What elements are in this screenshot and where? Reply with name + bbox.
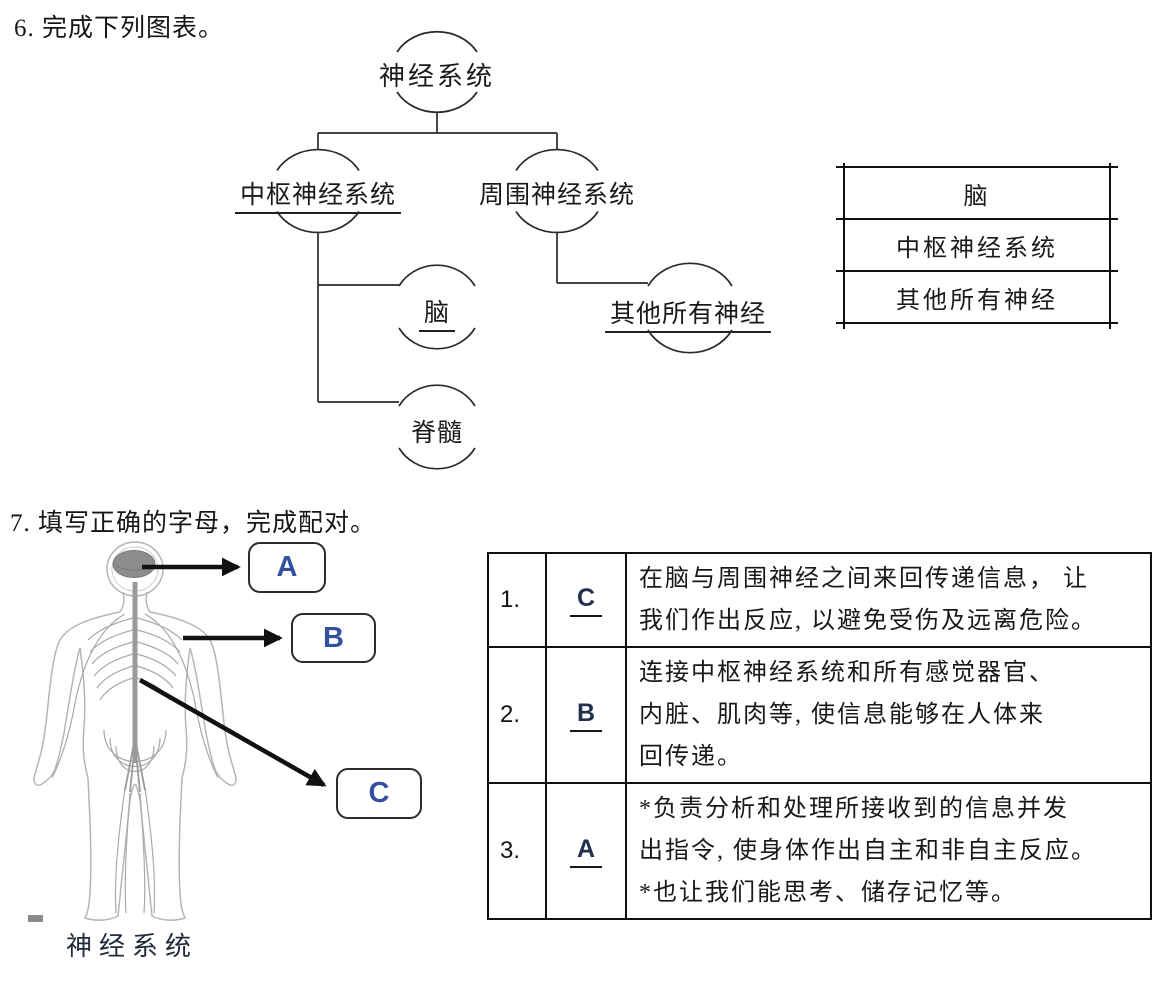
label-box-a: A [248, 542, 326, 593]
figure-caption: 神经系统 [66, 932, 199, 961]
row-number: 3. [487, 782, 547, 920]
tree-node-label: 周围神经系统 [478, 182, 635, 209]
spinal-cord-graphic [124, 582, 146, 793]
brain-graphic [112, 550, 156, 578]
answer-letter: B [569, 699, 603, 732]
description-text: *负责分析和处理所接收到的信息并发 出指令, 使身体作出自主和非自主反应。 *也… [639, 796, 1097, 906]
answer-blank-label: 中枢神经系统 [234, 175, 401, 214]
answer-cell: A [545, 782, 627, 920]
word-bank-item: 脑 [836, 168, 1118, 220]
tree-node-label: 神经系统 [378, 62, 495, 91]
label-box-letter: A [276, 551, 298, 583]
row-number: 1. [487, 552, 547, 648]
answer-letter: A [569, 835, 603, 868]
answer-cell: B [545, 646, 627, 784]
tree-node-label: 脊髓 [410, 420, 463, 447]
tree-node-brain: 脑 [327, 293, 547, 332]
description-cell: 连接中枢神经系统和所有感觉器官、 内脏、肌肉等, 使信息能够在人体来 回传递。 [625, 646, 1152, 784]
description-text: 连接中枢神经系统和所有感觉器官、 内脏、肌肉等, 使信息能够在人体来 回传递。 [639, 660, 1055, 770]
word-bank-item: 其他所有神经 [836, 272, 1118, 324]
label-box-letter: C [368, 777, 390, 809]
matching-table: 1. C 在脑与周围神经之间来回传递信息， 让 我们作出反应, 以避免受伤及远离… [487, 552, 1152, 920]
tree-node-central-nervous-system: 中枢神经系统 [208, 175, 428, 214]
row-number: 2. [487, 646, 547, 784]
answer-letter: C [569, 584, 603, 617]
pointer-arrows [138, 557, 327, 787]
answer-blank-label: 脑 [418, 293, 455, 332]
question-7-title: 7. 填写正确的字母，完成配对。 [10, 510, 377, 537]
label-box-c: C [336, 768, 422, 819]
nervous-system-figure [33, 541, 327, 921]
table-row: 3. A *负责分析和处理所接收到的信息并发 出指令, 使身体作出自主和非自主反… [487, 782, 1152, 920]
table-row: 1. C 在脑与周围神经之间来回传递信息， 让 我们作出反应, 以避免受伤及远离… [487, 552, 1152, 648]
label-box-letter: B [323, 621, 344, 654]
label-box-b: B [291, 613, 376, 663]
page-margin-mark [28, 915, 43, 922]
tree-node-all-other-nerves: 其他所有神经 [578, 294, 798, 333]
tree-node-nervous-system: 神经系统 [327, 56, 547, 93]
arrow-to-c [138, 678, 327, 787]
tree-connectors [317, 112, 648, 403]
description-cell: *负责分析和处理所接收到的信息并发 出指令, 使身体作出自主和非自主反应。 *也… [625, 782, 1152, 920]
description-text: 在脑与周围神经之间来回传递信息， 让 我们作出反应, 以避免受伤及远离危险。 [639, 566, 1097, 634]
table-row: 2. B 连接中枢神经系统和所有感觉器官、 内脏、肌肉等, 使信息能够在人体来 … [487, 646, 1152, 784]
word-bank-item: 中枢神经系统 [836, 220, 1118, 272]
description-cell: 在脑与周围神经之间来回传递信息， 让 我们作出反应, 以避免受伤及远离危险。 [625, 552, 1152, 648]
tree-node-spinal-cord: 脊髓 [327, 413, 547, 449]
question-6-title: 6. 完成下列图表。 [14, 15, 225, 42]
body-outline [33, 541, 237, 921]
word-bank-table: 脑 中枢神经系统 其他所有神经 [836, 163, 1118, 329]
answer-cell: C [545, 552, 627, 648]
answer-blank-label: 其他所有神经 [604, 294, 771, 333]
nerve-lines [51, 613, 219, 914]
tree-node-peripheral-nervous-system: 周围神经系统 [447, 175, 667, 211]
